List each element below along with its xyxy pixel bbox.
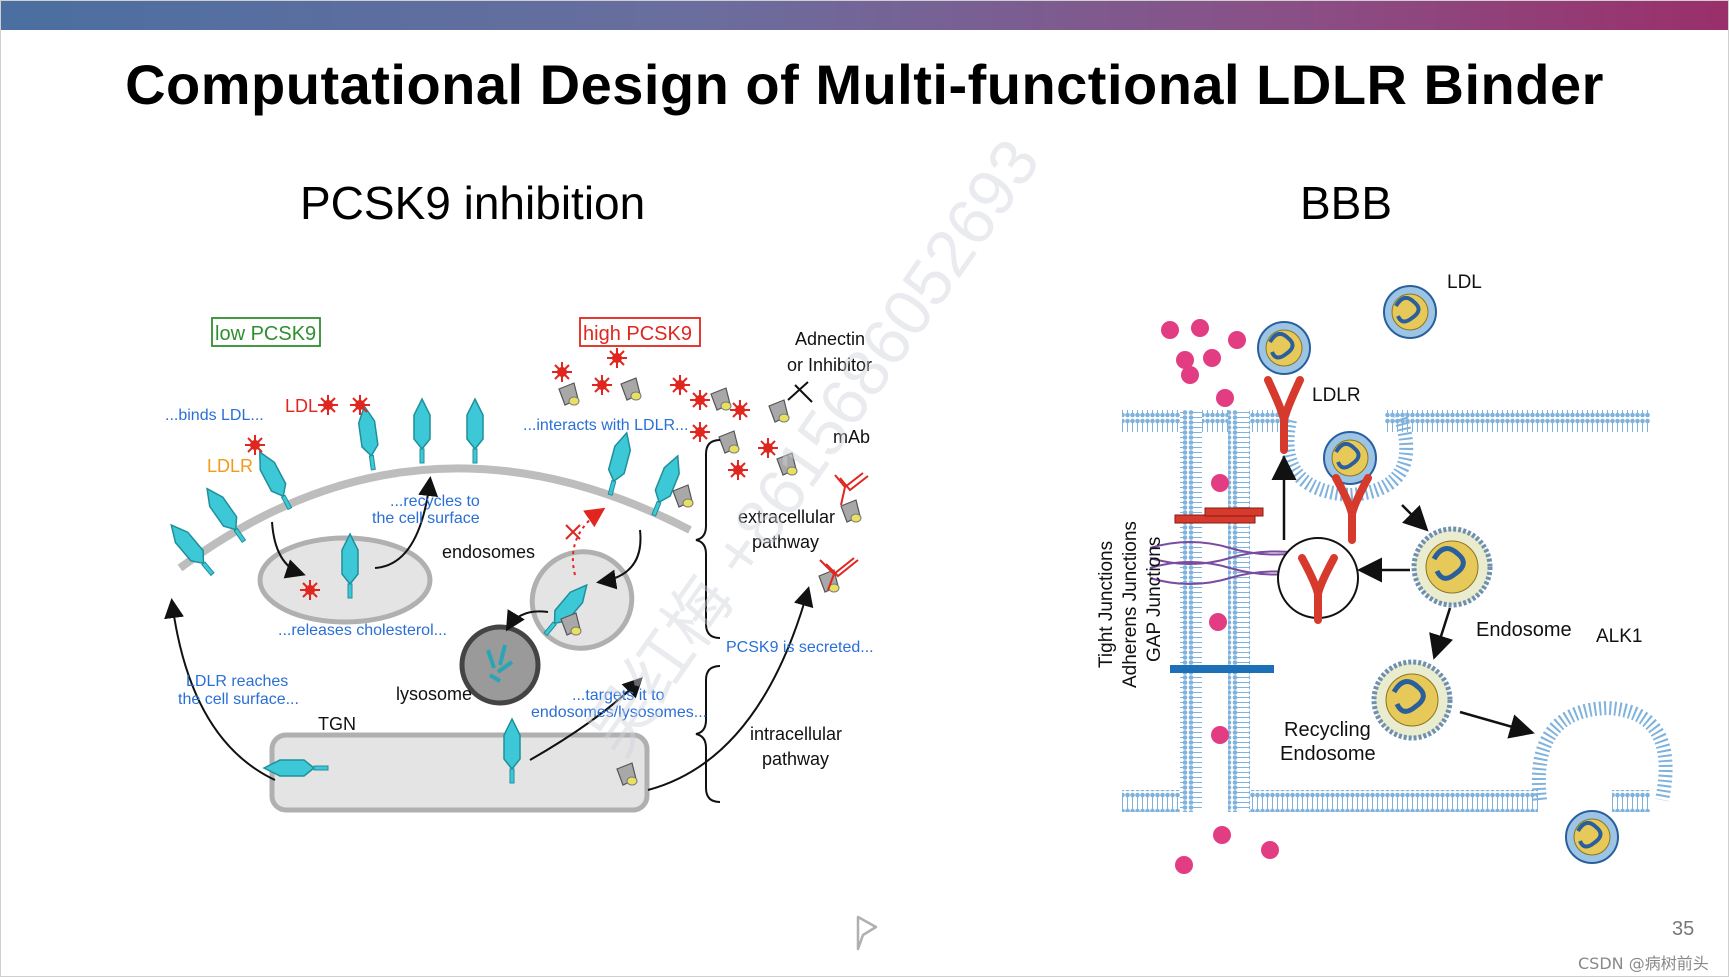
apical-membrane (1122, 410, 1230, 432)
intracellular-text-2: pathway (762, 749, 829, 769)
recycles-text-2: the cell surface (372, 510, 480, 527)
recycling-endosome-particle (1374, 662, 1450, 738)
endosomes-label: endosomes (442, 542, 535, 562)
extracellular-text-1: extracellular (738, 507, 835, 527)
endosome-left (257, 535, 433, 625)
ldlr-receptor-icon (1264, 376, 1372, 544)
intracellular-text-1: intracellular (750, 724, 842, 744)
block-cross (565, 524, 581, 540)
arrow (1459, 710, 1535, 739)
tight-junctions-label: Tight Junctions (1096, 541, 1117, 668)
apical-membrane (1238, 410, 1290, 432)
high-pcsk9-box (579, 317, 701, 347)
cell-membrane (177, 464, 692, 572)
cell-junction-membrane (1228, 410, 1250, 812)
pcsk9-secreted-text: PCSK9 is secreted... (726, 639, 874, 656)
recycles-text-1: ...recycles to (390, 493, 480, 510)
lysosome-contents (486, 644, 514, 683)
ldl-particle (1382, 284, 1438, 340)
exocytic-pit (1531, 700, 1673, 802)
ldl-particle (1256, 320, 1312, 376)
arrow (505, 609, 549, 632)
intracellular-bracket (695, 665, 721, 803)
pcsk9-heading: PCSK9 inhibition (300, 177, 646, 229)
arrow (164, 598, 276, 781)
ldlr-label: LDLR (207, 456, 253, 476)
ldlr-reaches-text-1: LDLR reaches (186, 673, 288, 690)
apical-membrane (1385, 410, 1650, 432)
arrow (374, 476, 439, 569)
ldlr-reaches-text-2: the cell surface... (178, 691, 299, 708)
inhibitor-symbol (787, 381, 813, 403)
basal-membrane (1612, 790, 1650, 812)
adnectin-text-2: or Inhibitor (787, 355, 872, 375)
arrow (1429, 607, 1453, 660)
gap-junctions-label: GAP Junctions (1144, 537, 1165, 662)
targets-text-1: ...targets it to (572, 687, 665, 704)
targets-text-2: endosomes/lysosomes... (531, 704, 707, 721)
low-pcsk9-label: low PCSK9 (215, 323, 316, 345)
ldl-label: LDL (285, 396, 318, 416)
blocked-recycling-arrow (571, 507, 606, 576)
low-pcsk9-box (211, 317, 321, 347)
alk1-label: ALK1 (1596, 626, 1642, 647)
arrow (1401, 504, 1429, 532)
recycling-label-2: Endosome (1280, 743, 1376, 765)
gap-junction-bar (1170, 665, 1274, 673)
interacts-text: ...interacts with LDLR... (523, 417, 688, 434)
mab-antibody (819, 472, 869, 591)
adherens-junctions-label: Adherens Junctions (1120, 521, 1141, 688)
arrow (647, 586, 814, 791)
page-number: 35 (1672, 918, 1695, 940)
bbb-heading: BBB (1300, 177, 1393, 229)
mab-label: mAb (833, 427, 870, 447)
ldlr-receptor-icon (1298, 554, 1338, 624)
endosome-label: Endosome (1476, 619, 1572, 641)
top-gradient-bar (0, 0, 1729, 30)
endosome-particle (1414, 529, 1490, 605)
recycling-label-1: Recycling (1284, 719, 1371, 741)
extracellular-text-2: pathway (752, 532, 819, 552)
cell-junction-membrane (1180, 410, 1202, 812)
arrow (271, 521, 306, 579)
source-credit: CSDN @病树前头 (1578, 954, 1709, 973)
slide-title: Computational Design of Multi-functional… (125, 53, 1604, 116)
ldl-particle (1564, 809, 1620, 865)
extracellular-bracket (695, 439, 721, 639)
lysosome-label: lysosome (396, 684, 472, 704)
releases-cholesterol-text: ...releases cholesterol... (278, 622, 447, 639)
binds-ldl-text: ...binds LDL... (165, 407, 264, 424)
tgn-label: TGN (318, 714, 356, 734)
ldlr-label: LDLR (1312, 385, 1361, 406)
adnectin-text-1: Adnectin (795, 329, 865, 349)
arrow (596, 529, 642, 590)
arrow (529, 677, 643, 761)
high-pcsk9-label: high PCSK9 (583, 323, 692, 345)
pink-particles (1161, 319, 1279, 874)
tight-junction-bar (1204, 507, 1264, 517)
footer-logo-icon (856, 915, 878, 951)
basal-membrane (1228, 790, 1538, 812)
ldl-label: LDL (1447, 272, 1482, 293)
